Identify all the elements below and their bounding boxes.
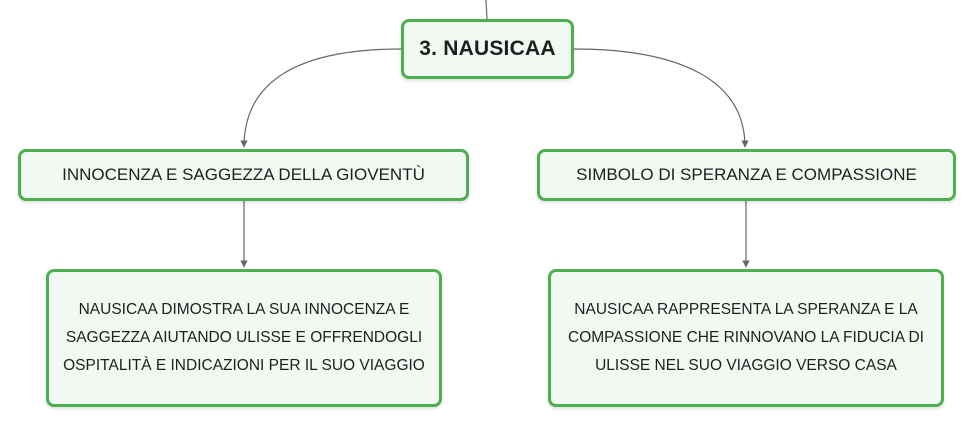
topic-label: SIMBOLO DI SPERANZA E COMPASSIONE <box>576 165 917 184</box>
topic-node-hope[interactable]: SIMBOLO DI SPERANZA E COMPASSIONE <box>537 149 956 201</box>
connector-parent <box>485 0 488 20</box>
root-node[interactable]: 3. NAUSICAA <box>401 19 574 79</box>
topic-node-innocence[interactable]: INNOCENZA E SAGGEZZA DELLA GIOVENTÙ <box>18 149 469 201</box>
topic-label: INNOCENZA E SAGGEZZA DELLA GIOVENTÙ <box>62 165 425 184</box>
connector-root-right <box>573 48 749 148</box>
detail-node-hope[interactable]: NAUSICAA RAPPRESENTA LA SPERANZA E LA CO… <box>548 269 944 407</box>
detail-text: NAUSICAA DIMOSTRA LA SUA INNOCENZA E SAG… <box>63 301 425 374</box>
root-label: 3. NAUSICAA <box>419 37 556 60</box>
detail-text: NAUSICAA RAPPRESENTA LA SPERANZA E LA CO… <box>568 301 924 374</box>
connector-root-left <box>240 48 402 148</box>
detail-node-innocence[interactable]: NAUSICAA DIMOSTRA LA SUA INNOCENZA E SAG… <box>46 269 442 407</box>
